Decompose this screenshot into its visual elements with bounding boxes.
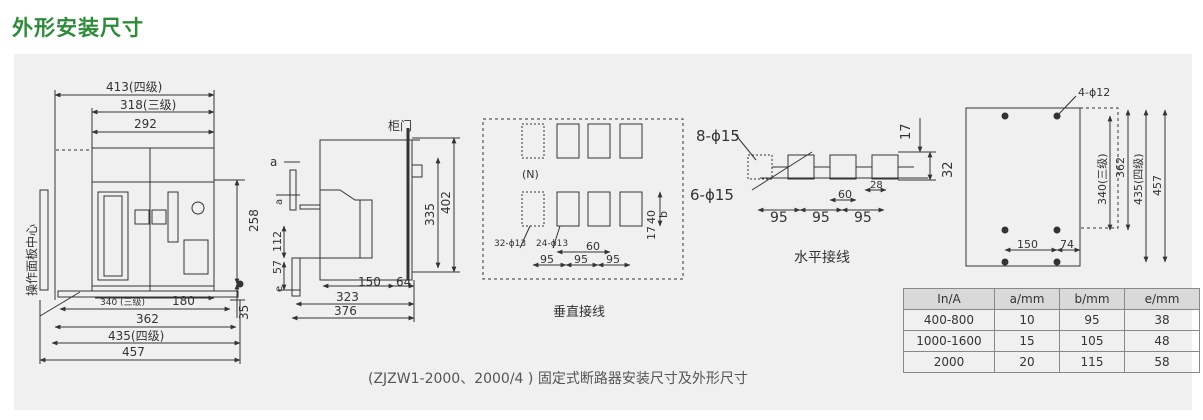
mount-dim-7: 74 — [1060, 238, 1074, 251]
vertical-wiring-view — [482, 118, 684, 280]
horizontal-dim-6: 28 — [870, 180, 883, 191]
horizontal-dim-5: 60 — [838, 188, 852, 201]
vertical-wiring-label: 垂直接线 — [553, 304, 605, 320]
side-dim-8: 376 — [334, 304, 357, 318]
table-cell: 1000-1600 — [903, 330, 995, 352]
front-view — [39, 90, 245, 364]
horizontal-dim-8: 95 — [812, 210, 830, 226]
vertical-dim-5: 95 — [574, 253, 588, 266]
mount-dim-2: 340(三级) — [1096, 153, 1109, 205]
table-cell: 95 — [1059, 309, 1125, 331]
side-dim-1: 335 — [423, 203, 437, 226]
table-cell: 400-800 — [903, 309, 995, 331]
mount-dim-3: 362 — [1114, 157, 1127, 178]
front-dim-4: 258 — [247, 209, 261, 232]
front-dim-6: 180 — [172, 294, 195, 308]
side-dim-5: 150 — [358, 275, 381, 289]
spec-header-row: In/A a/mm b/mm e/mm — [903, 288, 1200, 310]
horizontal-dim-7: 95 — [770, 210, 788, 226]
horizontal-dim-3: 17 — [899, 123, 914, 140]
mount-dim-4: 435(四级) — [1132, 153, 1145, 205]
vertical-dim-1: 32-ϕ13 — [494, 239, 526, 249]
side-label-a2: a — [274, 199, 285, 205]
table-row: 400-800 10 95 38 — [903, 309, 1200, 331]
mount-dim-5: 457 — [1151, 175, 1164, 196]
vertical-dim-4: 95 — [540, 253, 554, 266]
side-view — [276, 128, 460, 322]
horizontal-dim-9: 95 — [854, 210, 872, 226]
table-cell: 10 — [994, 309, 1060, 331]
table-cell: 48 — [1124, 330, 1200, 352]
mount-dim-1: 4-ϕ12 — [1078, 86, 1110, 99]
side-dim-6: 64 — [396, 275, 411, 289]
horizontal-wiring-view — [734, 118, 936, 213]
vertical-dim-3: 60 — [586, 240, 600, 253]
vertical-dim-7: b — [657, 211, 670, 218]
spec-header-a: a/mm — [994, 288, 1060, 310]
table-cell: 115 — [1059, 351, 1125, 373]
mount-dim-6: 150 — [1017, 238, 1038, 251]
vertical-dim-2: 24-ϕ13 — [536, 239, 568, 249]
side-label-a1: a — [270, 155, 277, 169]
front-dim-1: 413(四级) — [106, 80, 162, 94]
side-dim-7: 323 — [336, 290, 359, 304]
horizontal-dim-2: 6-ϕ15 — [690, 186, 734, 204]
table-row: 1000-1600 15 105 48 — [903, 330, 1200, 352]
spec-header-e: e/mm — [1124, 288, 1200, 310]
table-cell: 105 — [1059, 330, 1125, 352]
front-dim-9: 435(四级) — [108, 329, 164, 343]
table-cell: 2000 — [903, 351, 995, 373]
side-dim-3: 112 — [271, 231, 284, 252]
front-dim-3: 292 — [134, 117, 157, 131]
front-dim-2: 318(三级) — [120, 98, 176, 112]
side-label-e: e — [274, 286, 285, 292]
vertical-dim-6: 95 — [606, 253, 620, 266]
front-dim-8: 362 — [136, 312, 159, 326]
spec-header-in: In/A — [903, 288, 995, 310]
horizontal-wiring-label: 水平接线 — [794, 249, 850, 266]
horizontal-dim-4: 32 — [941, 161, 956, 178]
table-row: 2000 20 115 58 — [903, 351, 1200, 373]
side-label-door: 柜门 — [388, 118, 412, 133]
side-dim-4: 57 — [271, 260, 284, 274]
figure-caption: (ZJZW1-2000、2000/4 ) 固定式断路器安装尺寸及外形尺寸 — [368, 371, 748, 387]
spec-table: In/A a/mm b/mm e/mm 400-800 10 95 38 100… — [903, 288, 1200, 373]
vertical-n-label: (N) — [522, 168, 539, 181]
spec-header-b: b/mm — [1059, 288, 1125, 310]
front-dim-10: 457 — [122, 345, 145, 359]
table-cell: 15 — [994, 330, 1060, 352]
front-dim-5: 35 — [237, 305, 251, 320]
side-dim-2: 402 — [439, 191, 453, 214]
front-dim-7: 340 (三级) — [100, 296, 145, 308]
page-title: 外形安装尺寸 — [12, 16, 144, 40]
table-cell: 58 — [1124, 351, 1200, 373]
table-cell: 20 — [994, 351, 1060, 373]
horizontal-dim-1: 8-ϕ15 — [696, 127, 740, 145]
table-cell: 38 — [1124, 309, 1200, 331]
vertical-dim-8: 40 — [645, 210, 658, 224]
vertical-dim-9: 17 — [645, 226, 658, 240]
mounting-view — [965, 95, 1168, 267]
front-side-label: 操作面板中心 — [24, 224, 39, 296]
